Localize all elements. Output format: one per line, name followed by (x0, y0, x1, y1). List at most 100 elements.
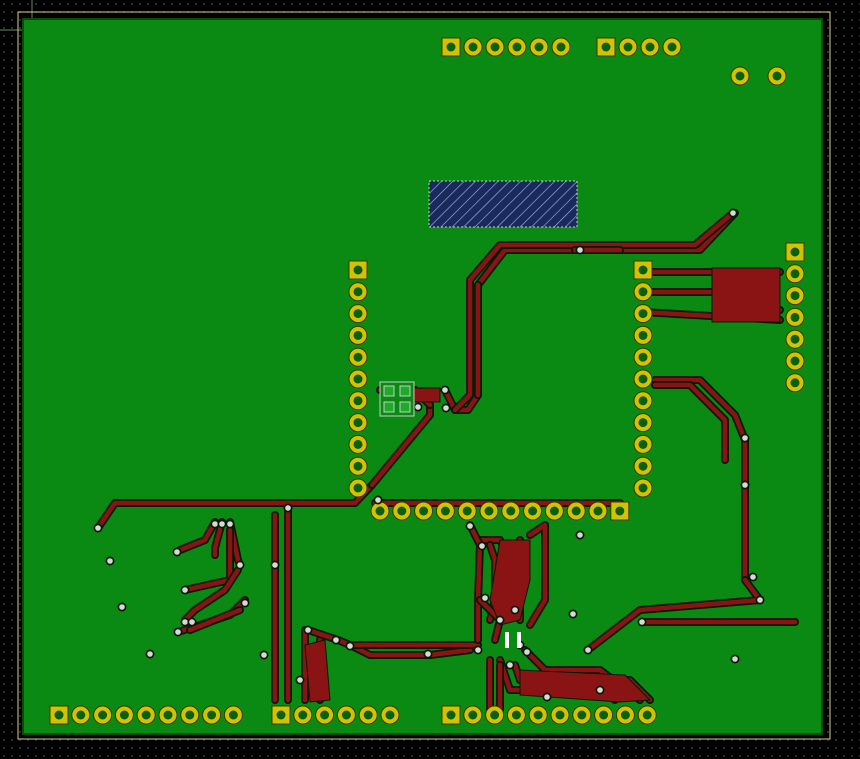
via-icon[interactable] (423, 649, 433, 659)
via-icon[interactable] (441, 403, 451, 413)
smd-resistor[interactable] (505, 632, 521, 648)
via-icon[interactable] (583, 645, 593, 655)
round-pad-icon[interactable] (202, 705, 222, 725)
round-pad-icon[interactable] (550, 705, 570, 725)
round-pad-icon[interactable] (485, 705, 505, 725)
round-pad-icon[interactable] (457, 501, 477, 521)
via-icon[interactable] (413, 402, 423, 412)
via-icon[interactable] (210, 519, 220, 529)
via-icon[interactable] (477, 541, 487, 551)
via-icon[interactable] (542, 692, 552, 702)
trace[interactable] (467, 522, 483, 643)
via-icon[interactable] (510, 605, 520, 615)
via-icon[interactable] (345, 641, 355, 651)
square-pad-icon[interactable] (610, 501, 630, 521)
via-icon[interactable] (568, 609, 578, 619)
round-pad-icon[interactable] (633, 478, 653, 498)
round-pad-icon[interactable] (633, 304, 653, 324)
via-icon[interactable] (331, 635, 341, 645)
trace[interactable] (652, 382, 728, 463)
trace[interactable] (212, 519, 225, 558)
copper-fill-zone[interactable] (304, 639, 331, 703)
square-pad-icon[interactable] (633, 260, 653, 280)
copper-fill-zone[interactable] (519, 669, 651, 703)
via-icon[interactable] (295, 675, 305, 685)
square-pad-icon[interactable] (441, 705, 461, 725)
round-pad-icon[interactable] (633, 456, 653, 476)
via-icon[interactable] (259, 650, 269, 660)
via-icon[interactable] (740, 480, 750, 490)
round-pad-icon[interactable] (529, 37, 549, 57)
trace[interactable] (652, 377, 748, 583)
via-icon[interactable] (270, 560, 280, 570)
round-pad-icon[interactable] (348, 347, 368, 367)
round-pad-icon[interactable] (506, 705, 526, 725)
round-pad-icon[interactable] (392, 501, 412, 521)
round-pad-icon[interactable] (633, 347, 653, 367)
trace[interactable] (452, 210, 736, 413)
round-pad-icon[interactable] (640, 37, 660, 57)
trace[interactable] (182, 567, 241, 623)
square-pad-icon[interactable] (49, 705, 69, 725)
round-pad-icon[interactable] (315, 705, 335, 725)
round-pad-icon[interactable] (594, 705, 614, 725)
round-pad-icon[interactable] (588, 501, 608, 521)
via-icon[interactable] (93, 523, 103, 533)
via-icon[interactable] (505, 660, 515, 670)
round-pad-icon[interactable] (479, 501, 499, 521)
via-icon[interactable] (225, 519, 235, 529)
via-icon[interactable] (480, 593, 490, 603)
round-pad-icon[interactable] (348, 369, 368, 389)
via-icon[interactable] (748, 572, 758, 582)
via-icon[interactable] (637, 617, 647, 627)
round-pad-icon[interactable] (785, 286, 805, 306)
round-pad-icon[interactable] (380, 705, 400, 725)
via-icon[interactable] (575, 530, 585, 540)
via-icon[interactable] (235, 560, 245, 570)
round-pad-icon[interactable] (414, 501, 434, 521)
via-icon[interactable] (595, 685, 605, 695)
round-pad-icon[interactable] (528, 705, 548, 725)
copper-fill-zone[interactable] (489, 539, 531, 626)
via-icon[interactable] (117, 602, 127, 612)
copper-traces[interactable] (94, 209, 799, 714)
round-pad-icon[interactable] (785, 373, 805, 393)
trace[interactable] (187, 607, 243, 633)
via-icon[interactable] (373, 495, 383, 505)
component-pads[interactable] (49, 37, 805, 725)
round-pad-icon[interactable] (158, 705, 178, 725)
round-pad-icon[interactable] (785, 264, 805, 284)
round-pad-icon[interactable] (348, 325, 368, 345)
via-icon[interactable] (283, 503, 293, 513)
square-pad-icon[interactable] (785, 242, 805, 262)
trace[interactable] (585, 577, 763, 653)
via-icon[interactable] (187, 617, 197, 627)
via-icon[interactable] (180, 585, 190, 595)
via-icon[interactable] (180, 617, 190, 627)
via-icon[interactable] (440, 385, 450, 395)
copper-fill-zone[interactable] (711, 267, 781, 323)
round-pad-icon[interactable] (348, 478, 368, 498)
square-pad-icon[interactable] (271, 705, 291, 725)
round-pad-icon[interactable] (223, 705, 243, 725)
via-icon[interactable] (172, 547, 182, 557)
via-icon[interactable] (303, 625, 313, 635)
round-pad-icon[interactable] (114, 705, 134, 725)
round-pad-icon[interactable] (348, 391, 368, 411)
round-pad-icon[interactable] (633, 413, 653, 433)
round-pad-icon[interactable] (551, 37, 571, 57)
round-pad-icon[interactable] (637, 705, 657, 725)
round-pad-icon[interactable] (348, 304, 368, 324)
round-pad-icon[interactable] (71, 705, 91, 725)
round-pad-icon[interactable] (785, 307, 805, 327)
via-icon[interactable] (173, 627, 183, 637)
keepout-area[interactable] (428, 180, 578, 228)
round-pad-icon[interactable] (463, 705, 483, 725)
via-icon[interactable] (755, 595, 765, 605)
round-pad-icon[interactable] (572, 705, 592, 725)
via-icon[interactable] (495, 615, 505, 625)
round-pad-icon[interactable] (435, 501, 455, 521)
trace[interactable] (527, 522, 548, 628)
round-pad-icon[interactable] (348, 456, 368, 476)
